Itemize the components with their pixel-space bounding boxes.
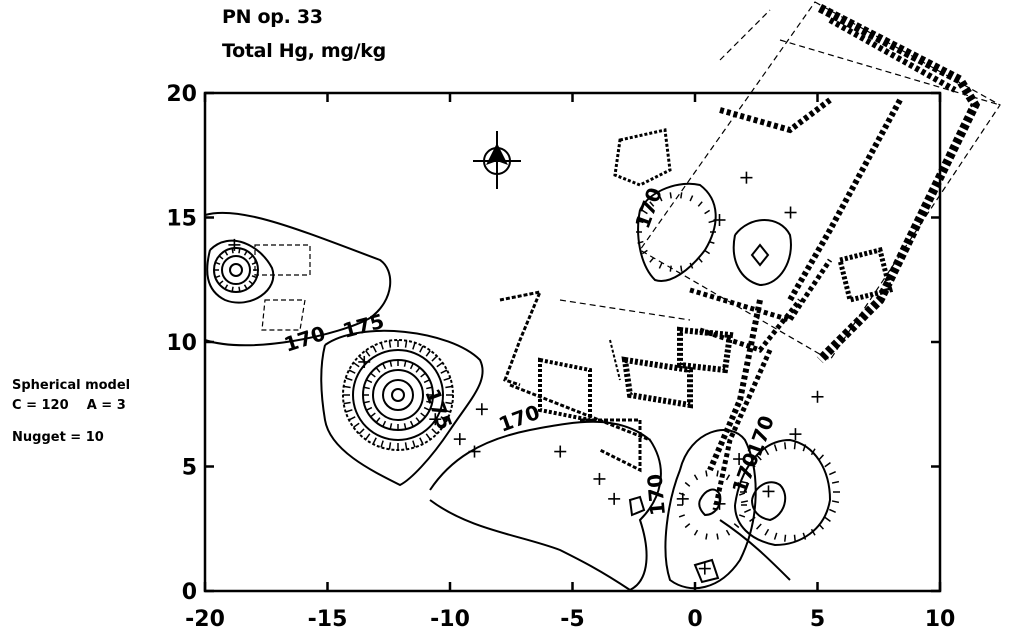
- sample-point: [453, 433, 466, 446]
- y-tick-label: 20: [166, 82, 197, 107]
- model-params-label: C = 120 A = 3: [12, 398, 126, 413]
- sample-point: [475, 403, 488, 416]
- model-nugget-label: Nugget = 10: [12, 430, 104, 445]
- sample-point: [811, 390, 824, 403]
- sample-point: [698, 562, 711, 575]
- x-tick-label: -10: [430, 607, 470, 632]
- contour-labels: 170 175 175 170 170 170 170 170: [281, 184, 779, 516]
- x-tick-label: 10: [925, 607, 956, 632]
- sample-point: [713, 497, 726, 510]
- sample-point: [228, 238, 241, 251]
- map-subtitle: Total Hg, mg/kg: [222, 40, 386, 62]
- sample-point: [784, 206, 797, 219]
- sample-points: [228, 171, 824, 575]
- y-tick-label: 5: [182, 456, 197, 481]
- y-tick-label: 0: [182, 580, 197, 605]
- north-arrow-icon: [473, 131, 521, 189]
- contour-label: 170: [742, 412, 779, 459]
- sample-point: [762, 485, 775, 498]
- sample-point: [554, 445, 567, 458]
- x-tick-label: -15: [308, 607, 348, 632]
- contour-label: 170: [642, 473, 670, 517]
- contour-label: 175: [340, 309, 387, 343]
- sample-point: [733, 453, 746, 466]
- sample-point: [429, 413, 442, 426]
- model-name-label: Spherical model: [12, 378, 131, 393]
- sample-point: [676, 492, 689, 505]
- sample-point: [468, 445, 481, 458]
- x-tick-label: -20: [185, 607, 225, 632]
- sample-point: [789, 428, 802, 441]
- contour-hatching: [214, 192, 840, 542]
- sample-point: [608, 492, 621, 505]
- sample-point: [740, 171, 753, 184]
- y-axis: 0 5 10 15 20: [166, 82, 940, 605]
- contour-label: 170: [496, 400, 543, 437]
- y-tick-label: 15: [166, 207, 197, 232]
- sample-point: [713, 213, 726, 226]
- x-tick-label: -5: [560, 607, 584, 632]
- wall-remains: [254, 1, 1001, 511]
- sample-point: [358, 355, 371, 368]
- contour-label: 170: [630, 184, 667, 231]
- x-tick-label: 0: [687, 607, 702, 632]
- contour-label: 170: [281, 321, 328, 357]
- map-title: PN op. 33: [222, 6, 323, 28]
- sample-point: [593, 472, 606, 485]
- x-axis: -20 -15 -10 -5 0 5 10: [185, 93, 955, 632]
- y-tick-label: 10: [166, 331, 197, 356]
- x-tick-label: 5: [810, 607, 825, 632]
